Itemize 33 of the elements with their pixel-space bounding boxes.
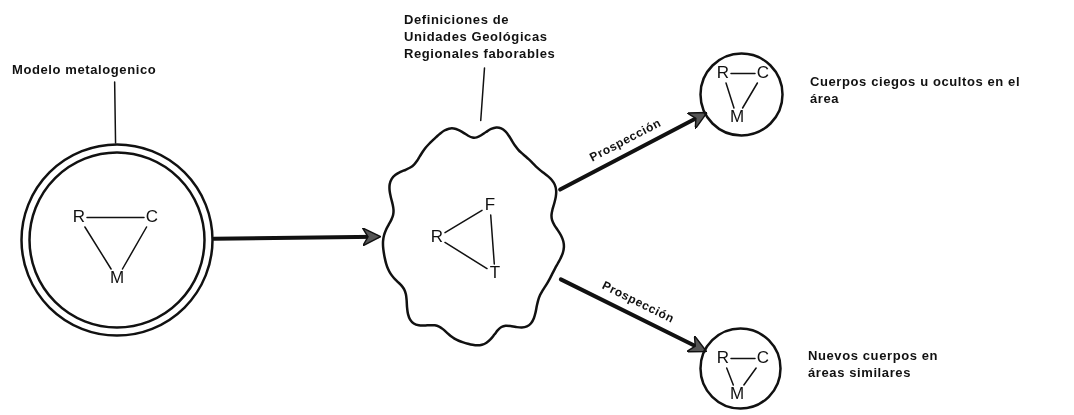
- letter-label: F: [483, 196, 497, 214]
- letter-label: R: [715, 349, 731, 367]
- letter-label: M: [108, 269, 126, 287]
- connector-line: [725, 82, 735, 109]
- leader-line: [480, 67, 486, 122]
- caption-text: Modelo metalogenico: [12, 62, 158, 79]
- letter-label: R: [715, 64, 731, 82]
- annotation-text: Cuerpos ciegos u ocultos en el área: [810, 72, 1022, 108]
- connector-line: [741, 82, 759, 109]
- connector-line: [730, 357, 756, 360]
- connector-line: [84, 226, 112, 270]
- connector-line: [121, 226, 148, 270]
- annotation-text: Nuevos cuerpos en áreas similares: [808, 346, 940, 382]
- arrow: [558, 111, 708, 192]
- connector-line: [743, 367, 757, 386]
- letter-label: M: [729, 108, 745, 126]
- letter-label: C: [144, 208, 160, 226]
- arrow: [212, 227, 382, 247]
- connector-line: [489, 214, 496, 265]
- letter-label: R: [71, 208, 87, 226]
- letter-label: C: [755, 349, 771, 367]
- letter-label: C: [755, 64, 771, 82]
- arrow: [558, 277, 708, 353]
- letter-label: R: [429, 228, 445, 246]
- letter-label: T: [488, 264, 502, 282]
- connector-line: [444, 241, 488, 270]
- connector-line: [725, 367, 735, 386]
- leader-line: [113, 81, 117, 144]
- caption-text: Definiciones de Unidades Geológicas Regionales faborables: [404, 12, 557, 63]
- connector-line: [86, 216, 145, 219]
- connector-line: [444, 209, 483, 234]
- letter-label: M: [729, 385, 745, 403]
- connector-line: [730, 72, 756, 75]
